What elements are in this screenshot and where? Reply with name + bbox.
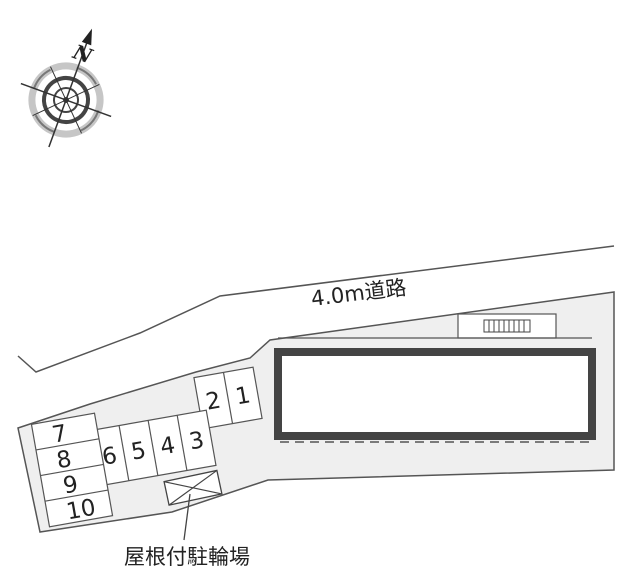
road-label: 4.0m道路 — [310, 275, 408, 311]
road-edge-north — [17, 245, 615, 373]
parking-space-6: 6 — [100, 443, 119, 471]
parking-space-5: 5 — [129, 437, 148, 465]
parking-space-4: 4 — [158, 432, 177, 460]
parking-space-2: 2 — [204, 388, 223, 416]
bike-parking-leader-line — [183, 493, 191, 541]
crossed-box-icon — [163, 469, 223, 506]
parking-space-9: 9 — [61, 471, 80, 499]
parking-space-10: 10 — [64, 495, 97, 526]
parking-group-7-10: 7 8 9 10 — [30, 412, 114, 528]
main-building — [274, 348, 596, 440]
striped-grille-icon — [483, 319, 531, 333]
parking-space-1: 1 — [233, 382, 252, 410]
parking-group-1-2: 2 1 — [193, 366, 263, 430]
compass-rose-icon: N — [20, 28, 112, 148]
parking-space-7: 7 — [50, 421, 69, 449]
bike-parking-label: 屋根付駐輪場 — [124, 545, 250, 569]
parking-space-8: 8 — [55, 446, 74, 474]
parking-group-3-6: 6 5 4 3 — [89, 409, 217, 487]
parking-space-3: 3 — [187, 427, 206, 455]
